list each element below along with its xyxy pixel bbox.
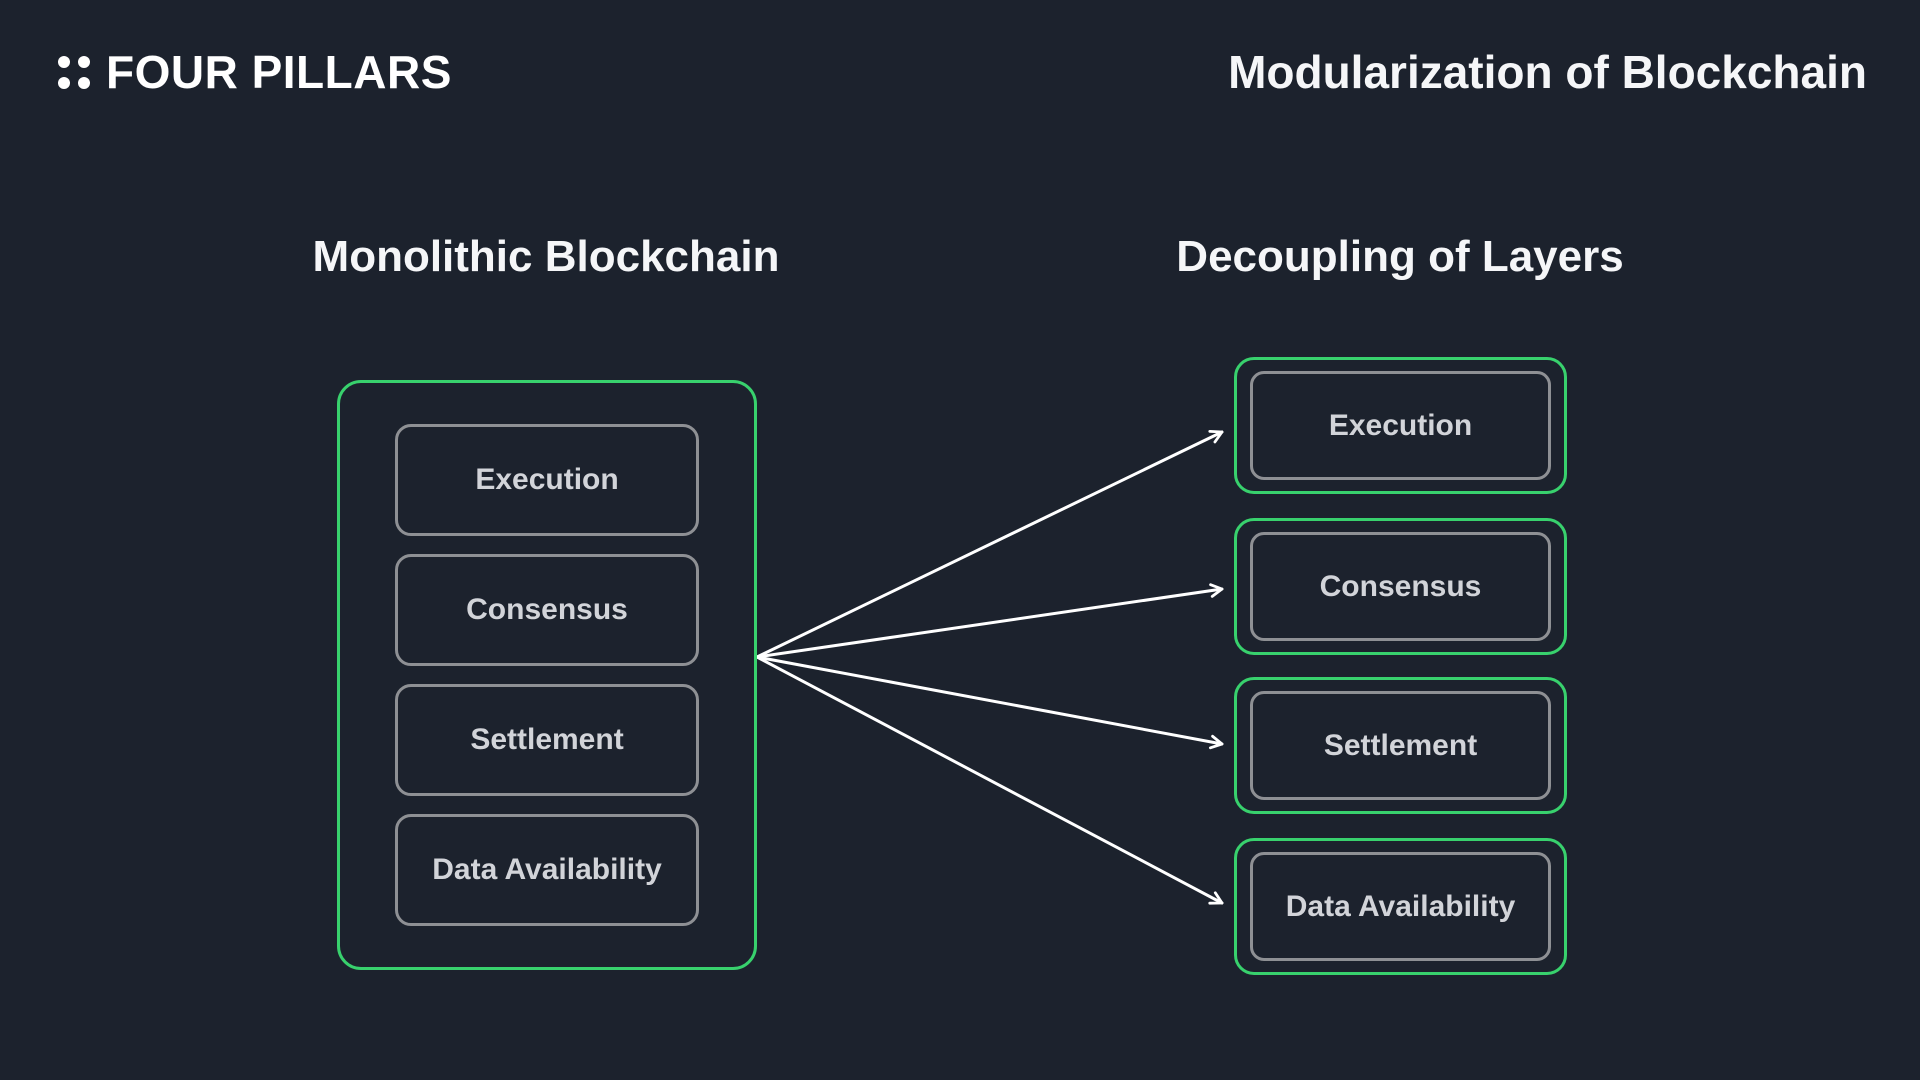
- arrow-to-consensus: [755, 583, 1224, 659]
- layer-label: Execution: [475, 463, 619, 496]
- brand-name: FOUR PILLARS: [106, 46, 452, 98]
- layer-label: Data Availability: [1285, 889, 1516, 923]
- arrow-to-settlement: [755, 655, 1224, 750]
- decoupled-layer-data-availability: Data Availability: [1234, 838, 1567, 975]
- layer-label: Execution: [1328, 408, 1473, 442]
- header: FOUR PILLARS Modularization of Blockchai…: [58, 44, 1867, 100]
- decoupled-layer-settlement: Settlement: [1234, 677, 1567, 814]
- mono-layer-data-availability: Data Availability: [395, 814, 699, 926]
- layer-label: Settlement: [470, 723, 624, 756]
- layer-label: Consensus: [466, 593, 628, 626]
- layer-label: Consensus: [1319, 569, 1482, 603]
- decoupled-layer-inner: Execution: [1250, 371, 1551, 480]
- layer-label: Data Availability: [432, 853, 662, 886]
- monolithic-blockchain-container: Execution Consensus Settlement Data Avai…: [337, 380, 757, 970]
- arrow-to-execution: [755, 429, 1224, 659]
- decoupled-layer-inner: Consensus: [1250, 532, 1551, 641]
- decoupled-layer-inner: Data Availability: [1250, 852, 1551, 961]
- mono-layer-execution: Execution: [395, 424, 699, 536]
- decoupled-layer-execution: Execution: [1234, 357, 1567, 494]
- deck-title: Modularization of Blockchain: [1228, 46, 1867, 98]
- mono-layer-consensus: Consensus: [395, 554, 699, 666]
- brand-logo: FOUR PILLARS: [58, 45, 452, 99]
- decoupled-layer-inner: Settlement: [1250, 691, 1551, 800]
- mono-layer-settlement: Settlement: [395, 684, 699, 796]
- four-dots-icon: [58, 55, 90, 89]
- heading-monolithic-blockchain: Monolithic Blockchain: [312, 232, 780, 281]
- decoupled-layer-consensus: Consensus: [1234, 518, 1567, 655]
- layer-label: Settlement: [1323, 728, 1478, 762]
- arrow-to-data-availability: [755, 655, 1224, 905]
- heading-decoupling-of-layers: Decoupling of Layers: [1176, 232, 1624, 281]
